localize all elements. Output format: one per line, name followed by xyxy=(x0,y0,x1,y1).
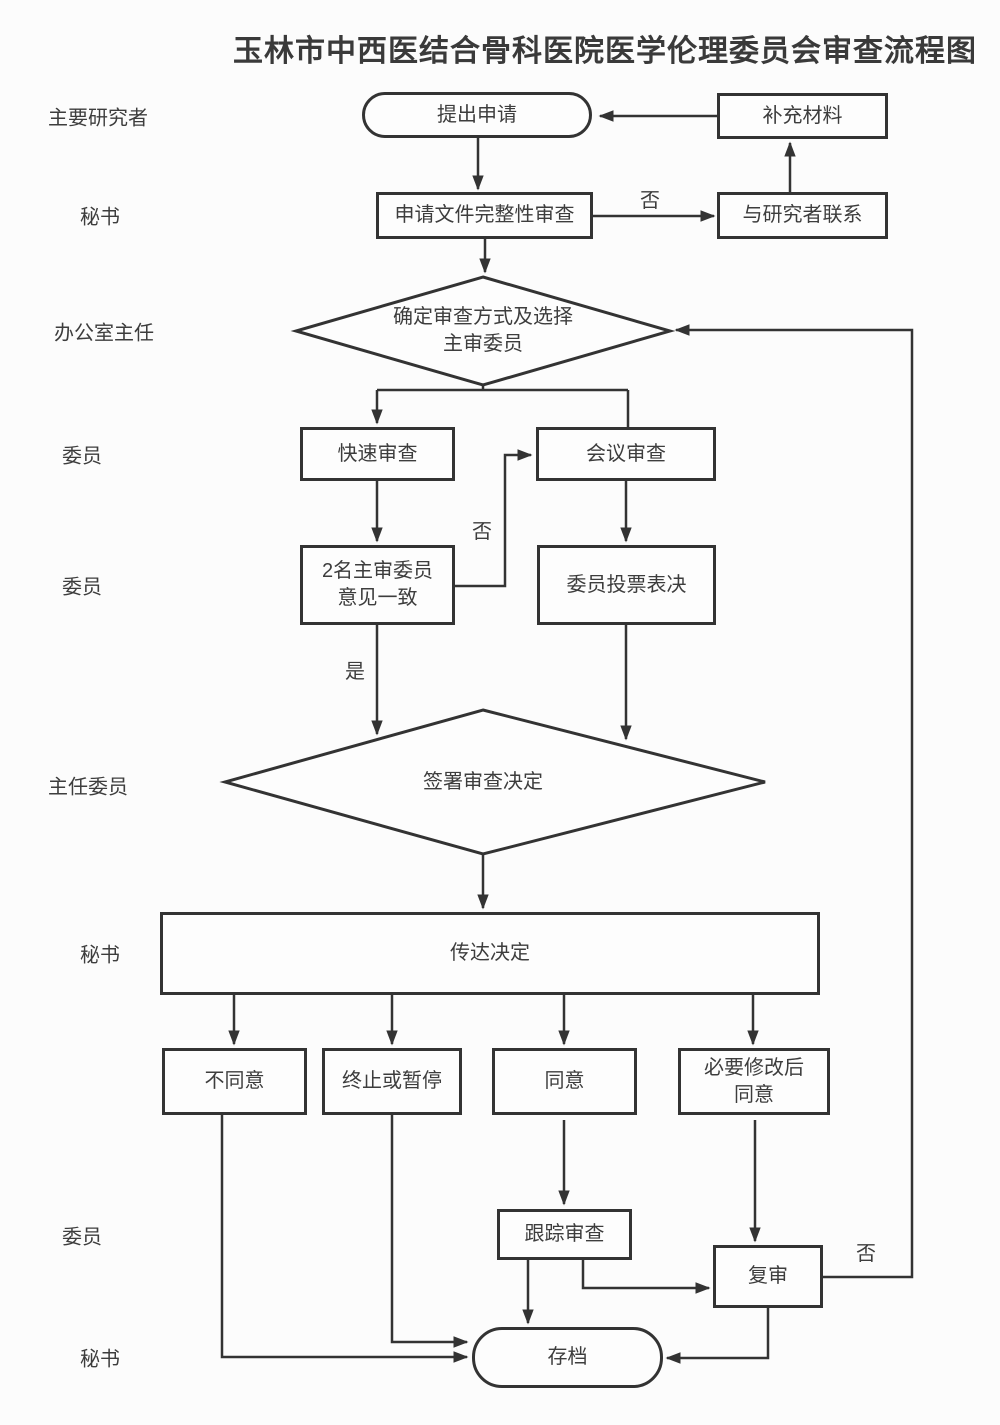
role-secretary-2: 秘书 xyxy=(80,944,120,967)
node-rapid-review: 快速审查 xyxy=(300,427,455,481)
edge-label-yes-agree: 是 xyxy=(345,661,365,683)
node-meeting-review: 会议审查 xyxy=(536,427,716,481)
edge-label-no-incomplete: 否 xyxy=(640,190,660,212)
node-follow-up-review: 跟踪审查 xyxy=(497,1209,632,1260)
edge-label-no-rereview: 否 xyxy=(856,1243,876,1265)
page-title: 玉林市中西医结合骨科医院医学伦理委员会审查流程图 xyxy=(233,35,977,68)
node-archive: 存档 xyxy=(472,1327,663,1388)
node-contact-researcher: 与研究者联系 xyxy=(717,192,888,239)
node-document-completeness-review: 申请文件完整性审查 xyxy=(376,192,593,239)
node-committee-vote: 委员投票表决 xyxy=(537,545,716,625)
node-submit-application: 提出申请 xyxy=(362,92,592,138)
diamond-sign-decision xyxy=(219,708,766,856)
node-re-review: 复审 xyxy=(713,1245,823,1308)
edge-label-no-disagree: 否 xyxy=(472,521,492,543)
role-secretary-1: 秘书 xyxy=(80,206,120,229)
node-convey-decision: 传达决定 xyxy=(160,912,820,995)
node-sign-review-decision: 签署审查决定 xyxy=(423,770,543,793)
role-principal-investigator: 主要研究者 xyxy=(48,107,148,130)
node-two-reviewers-agree: 2名主审委员 意见一致 xyxy=(300,545,455,625)
connector-lines xyxy=(220,110,914,1364)
node-disagree: 不同意 xyxy=(162,1048,307,1115)
node-terminate-or-suspend: 终止或暂停 xyxy=(322,1048,462,1115)
decision-diamonds xyxy=(219,275,766,856)
role-chair-member: 主任委员 xyxy=(48,776,128,799)
node-supplement-materials: 补充材料 xyxy=(717,93,888,139)
role-secretary-3: 秘书 xyxy=(80,1348,120,1371)
role-committee-member-3: 委员 xyxy=(62,1226,102,1249)
role-committee-member-2: 委员 xyxy=(62,576,102,599)
node-agree-after-modification: 必要修改后 同意 xyxy=(678,1048,830,1115)
role-office-director: 办公室主任 xyxy=(54,322,154,345)
node-agree: 同意 xyxy=(492,1048,637,1115)
node-determine-review-method: 确定审查方式及选择 主审委员 xyxy=(393,306,573,355)
role-committee-member-1: 委员 xyxy=(62,445,102,468)
